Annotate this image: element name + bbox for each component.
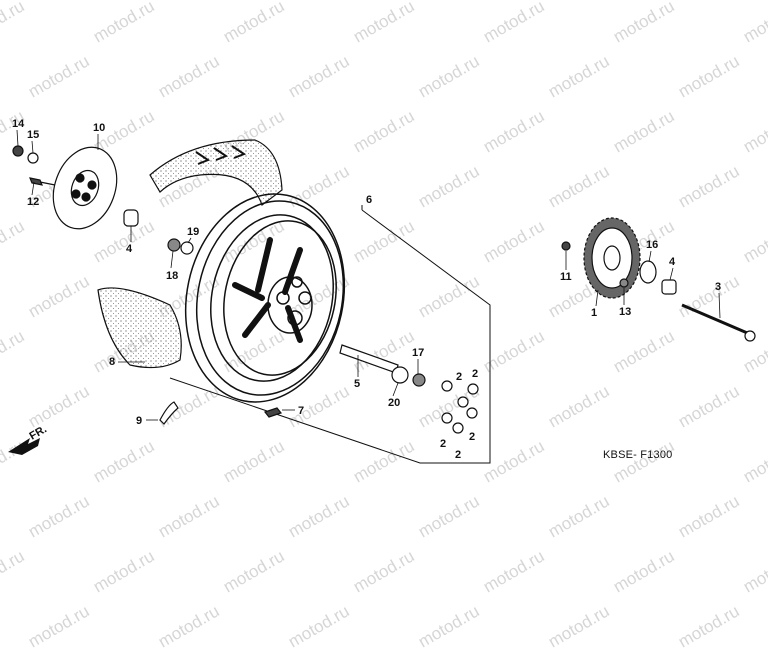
- callout-14: 14: [12, 118, 25, 130]
- leader-lines: [16, 129, 721, 421]
- diagram-code: KBSE- F1300: [603, 449, 673, 461]
- callout-20: 20: [388, 397, 400, 409]
- callout-5: 5: [354, 378, 360, 390]
- watermark-text: motod.ru: [25, 601, 93, 652]
- callout-15: 15: [27, 129, 39, 141]
- svg-text:FR.: FR.: [28, 423, 49, 442]
- watermark-text: motod.ru: [675, 601, 743, 652]
- brake-disc: [52, 146, 118, 230]
- watermark-text: motod.ru: [415, 601, 483, 652]
- callout-labels: 14 15 10 12 4 19 18 6 8 9 7 5 17 20 2 2 …: [12, 118, 721, 461]
- callout-2e: 2: [469, 431, 475, 443]
- callout-2d: 2: [455, 449, 461, 461]
- callout-2c: 2: [440, 438, 446, 450]
- callout-3: 3: [715, 281, 721, 293]
- watermark-text: motod.ru: [285, 601, 353, 652]
- callout-13: 13: [619, 306, 631, 318]
- small-parts-left: [12, 145, 283, 425]
- watermark-text: motod.ru: [155, 601, 223, 652]
- callout-19: 19: [187, 226, 199, 238]
- callout-7: 7: [298, 405, 304, 417]
- callout-4a: 4: [126, 243, 133, 255]
- callout-4b: 4: [669, 256, 676, 268]
- fender-upper: [149, 139, 283, 206]
- callout-1: 1: [591, 307, 597, 319]
- inner-fender: [97, 287, 182, 369]
- leader-box: [169, 205, 491, 464]
- callout-8: 8: [109, 356, 115, 368]
- front-direction-arrow: FR.: [8, 423, 49, 455]
- callout-18: 18: [166, 270, 178, 282]
- callout-10: 10: [93, 122, 105, 134]
- callout-9: 9: [136, 415, 142, 427]
- axle: [339, 344, 479, 434]
- callout-17: 17: [412, 347, 424, 359]
- watermark-text: motod.ru: [545, 601, 613, 652]
- callout-16: 16: [646, 239, 658, 251]
- parts-diagram: 14 15 10 12 4 19 18 6 8 9 7 5 17 20 2 2 …: [8, 118, 756, 464]
- callout-12: 12: [27, 196, 39, 208]
- callout-11: 11: [560, 271, 572, 283]
- callout-6: 6: [366, 194, 372, 206]
- callout-2a: 2: [456, 371, 462, 383]
- callout-2b: 2: [472, 368, 478, 380]
- sprocket: [561, 217, 756, 342]
- wheel: [184, 193, 346, 403]
